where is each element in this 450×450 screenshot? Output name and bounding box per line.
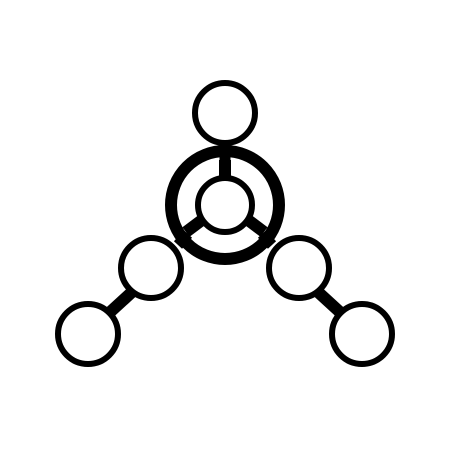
node-left-middle — [118, 235, 184, 301]
connector-left-lower — [103, 287, 137, 319]
spoke-left — [182, 215, 206, 237]
node-right-bottom — [329, 301, 395, 367]
node-top — [192, 80, 258, 146]
spoke-right — [244, 215, 268, 237]
hub-outer-ring — [165, 145, 285, 265]
node-right-middle — [266, 235, 332, 301]
node-left-bottom — [55, 301, 121, 367]
connector-right-lower — [313, 287, 347, 319]
hub-inner-node — [195, 175, 255, 235]
